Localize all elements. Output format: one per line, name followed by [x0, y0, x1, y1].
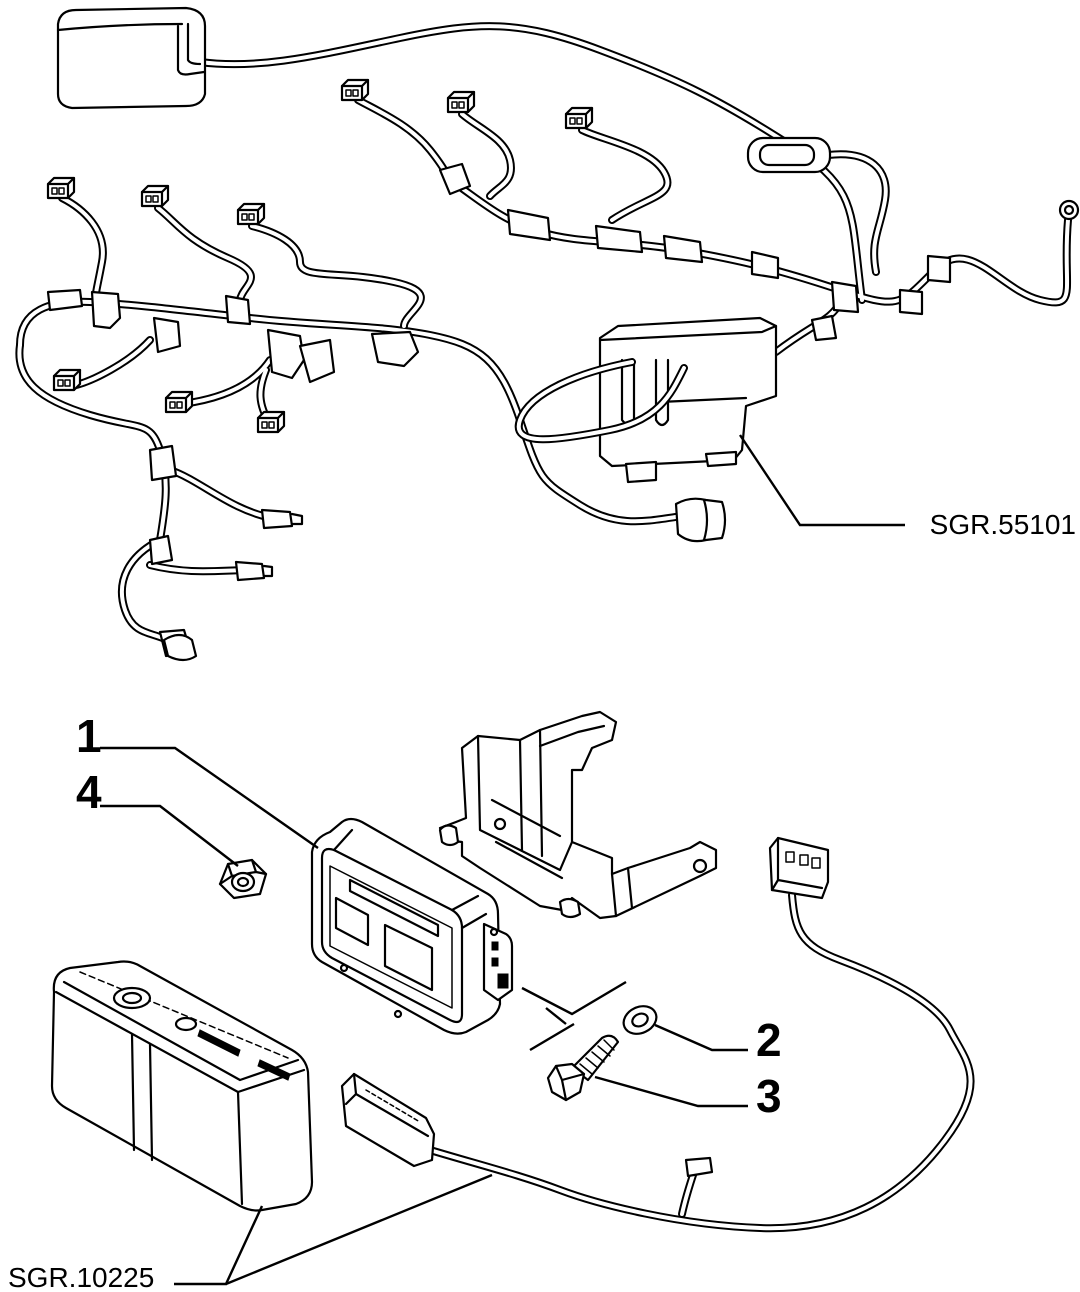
- fuse-box-cap: [174, 1016, 198, 1032]
- sensor-plug: [234, 560, 266, 582]
- sensor-plug-tip: [290, 512, 304, 526]
- ecu-control-unit: [310, 817, 514, 1035]
- leader-line-4: [100, 804, 239, 867]
- callout-1[interactable]: 1: [76, 710, 102, 762]
- wire-core: [18, 299, 692, 524]
- sensor-plug-tip: [262, 564, 274, 578]
- harness-clip: [266, 328, 306, 380]
- leader-line-2: [654, 1023, 748, 1052]
- wire-core: [448, 178, 1070, 305]
- harness-clip: [370, 330, 420, 368]
- nut: [218, 858, 268, 900]
- connector: [256, 410, 286, 434]
- reference-label-box[interactable]: SGR.10225: [8, 1262, 154, 1292]
- harness-clip: [438, 162, 472, 196]
- ecu-screw: [393, 1009, 403, 1019]
- callout-3[interactable]: 3: [756, 1070, 782, 1122]
- wire-core: [60, 196, 105, 302]
- mounting-bracket: [438, 710, 718, 920]
- cable-clip: [684, 1156, 714, 1178]
- connector: [46, 176, 76, 200]
- fuse-box: [50, 960, 314, 1212]
- wire-segment: [450, 180, 1068, 302]
- ecu-label-window: [334, 896, 370, 947]
- reference-label-harness[interactable]: SGR.55101: [930, 509, 1076, 540]
- harness-end-connector: [674, 497, 727, 543]
- leader-line-box-cable: [225, 1173, 493, 1286]
- wire-segment: [20, 302, 690, 521]
- connector: [140, 184, 170, 208]
- wire-core: [356, 98, 454, 184]
- harness-clip: [926, 254, 952, 284]
- harness-clip: [152, 316, 182, 354]
- harness-clip: [46, 288, 84, 312]
- harness-clip: [662, 234, 704, 264]
- connector: [446, 90, 476, 114]
- wire-segment: [582, 130, 668, 220]
- ground-eyelet: [1058, 199, 1080, 221]
- leader-line-box: [174, 1205, 264, 1286]
- leader-line-harness: [739, 434, 905, 527]
- sensor-plugs: [162, 508, 304, 662]
- sensor-plug: [162, 633, 198, 662]
- wire-segment: [19, 345, 165, 540]
- relay-box-foot: [624, 460, 658, 484]
- ecu-connector-socket: [482, 922, 514, 1002]
- wiring-harness: [17, 6, 1080, 662]
- harness-clip: [148, 534, 174, 566]
- harness-clip: [148, 444, 178, 482]
- connector: [564, 106, 594, 130]
- callout-2[interactable]: 2: [756, 1014, 782, 1066]
- ecu-label-window: [383, 923, 434, 992]
- harness-clip: [298, 338, 336, 384]
- connector: [340, 78, 370, 102]
- assembly-axis-lines: [521, 980, 627, 1052]
- washer: [622, 1005, 658, 1035]
- wire-core: [17, 343, 168, 542]
- wire-core: [250, 224, 423, 328]
- ecu-screw: [339, 963, 349, 973]
- relay-box-foot: [704, 450, 738, 468]
- leader-line-3: [594, 1075, 748, 1108]
- bracket-stud: [438, 824, 460, 847]
- right-harness-clips: [438, 162, 952, 342]
- harness-clip: [810, 314, 838, 342]
- bolt: [546, 1034, 620, 1102]
- callout-4[interactable]: 4: [76, 766, 102, 818]
- leader-line-1: [100, 746, 319, 849]
- wire-segment: [358, 100, 452, 182]
- connector: [164, 390, 194, 414]
- harness-clip: [594, 224, 644, 254]
- bolt-shank: [570, 1034, 620, 1082]
- top-left-box: [56, 6, 207, 110]
- ecu-label-slot: [348, 878, 440, 938]
- harness-clip: [898, 288, 924, 316]
- fuse-box-cap: [112, 986, 152, 1010]
- connector: [236, 202, 266, 226]
- harness-clip: [90, 290, 122, 330]
- harness-clip: [750, 250, 780, 280]
- harness-clips: [46, 288, 420, 658]
- ecu-plug-connector: [340, 1072, 436, 1168]
- sensor-plug: [260, 508, 294, 530]
- harness-clip: [830, 280, 860, 314]
- harness-clip: [506, 208, 552, 242]
- relay-box: [598, 316, 778, 484]
- connector: [52, 368, 82, 392]
- harness-connectors: [46, 78, 594, 434]
- ecu-connector-cable: [340, 836, 971, 1228]
- harness-clip: [224, 294, 252, 326]
- oval-connector: [746, 136, 832, 174]
- bracket-stud: [558, 897, 582, 919]
- bracket-mounting-hole: [692, 858, 708, 874]
- bolt-head: [546, 1062, 586, 1102]
- bracket-mounting-hole: [493, 817, 507, 831]
- wire-segment: [72, 340, 150, 386]
